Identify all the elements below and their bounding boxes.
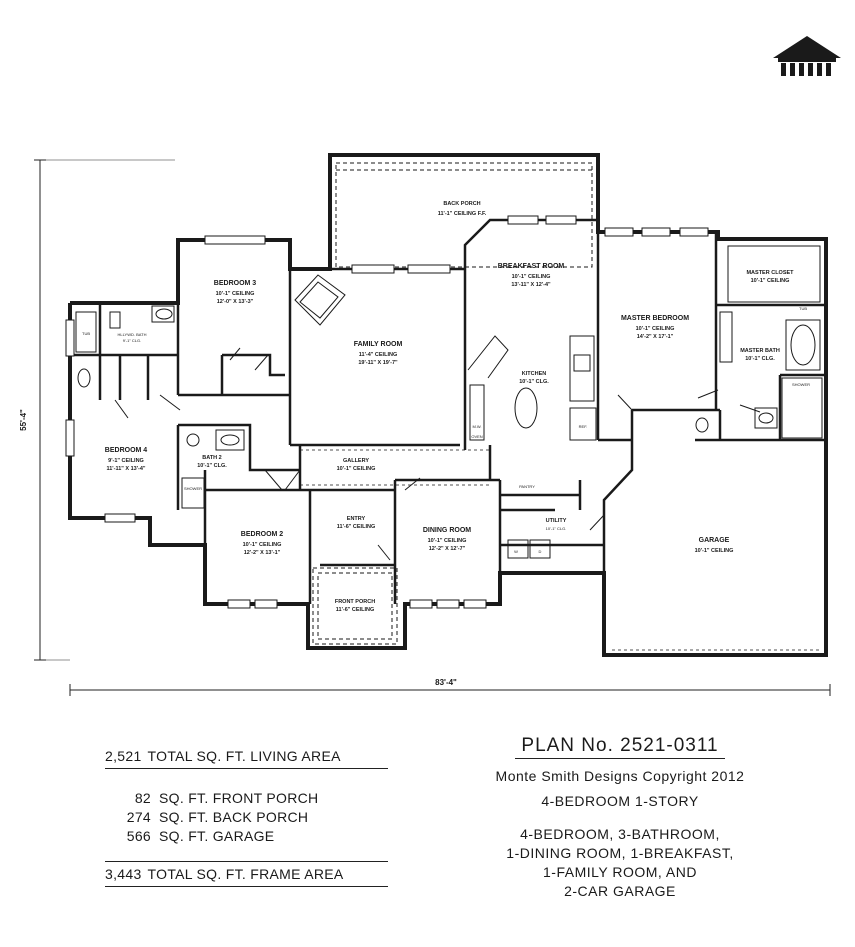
bedroom-3-ceiling: 10'-1" CEILING — [216, 291, 255, 297]
tub-label: TUB — [82, 331, 90, 336]
back-porch-row: 274 SQ. FT. BACK PORCH — [105, 809, 308, 825]
plan-detail-line: 4-BEDROOM, 3-BATHROOM, — [520, 826, 720, 842]
living-area-label: TOTAL SQ. FT. LIVING AREA — [147, 748, 341, 764]
garage-area-value: 566 — [126, 828, 151, 844]
bedroom-3-label: BEDROOM 3 — [214, 280, 257, 287]
plan-detail-line: 1-DINING ROOM, 1-BREAKFAST, — [506, 845, 734, 861]
garage-row: 566 SQ. FT. GARAGE — [105, 828, 274, 844]
hllywd-bath-label: HLLYWD. BATH — [118, 332, 147, 337]
family-room-ceiling: 11'-4" CEILING — [359, 352, 397, 358]
master-bath-ceiling: 10'-1" CLG. — [745, 356, 775, 362]
back-porch-area-label: SQ. FT. BACK PORCH — [159, 809, 309, 825]
gallery-dashed — [300, 300, 490, 486]
master-bedroom-ceiling: 10'-1" CEILING — [636, 326, 675, 332]
frame-area-top-rule — [105, 861, 388, 862]
master-bath-label: MASTER BATH — [740, 348, 780, 354]
bedroom-2-size: 12'-2" X 13'-1" — [244, 550, 281, 556]
fixture-labels: TUB TUB SHOWER SHOWER REF. M.W. OVEN W D — [82, 306, 810, 554]
interior-walls — [70, 218, 826, 604]
master-shower-label: SHOWER — [792, 382, 810, 387]
family-room-size: 19'-11" X 19'-7" — [358, 360, 398, 366]
bedroom-2-label: BEDROOM 2 — [241, 531, 284, 538]
plan-summary: 4-BEDROOM 1-STORY — [541, 793, 699, 809]
pantry-label: PANTRY — [519, 484, 535, 489]
gallery-ceiling: 10'-1" CEILING — [337, 466, 376, 472]
bedroom-4-size: 11'-11" X 13'-4" — [106, 466, 145, 472]
master-tub-label: TUB — [799, 306, 807, 311]
living-area-rule — [105, 768, 388, 769]
garage-label: GARAGE — [699, 537, 730, 544]
master-bedroom-size: 14'-2" X 17'-1" — [637, 334, 674, 340]
back-porch-area-value: 274 — [126, 809, 151, 825]
plan-number: PLAN No. 2521-0311 — [515, 735, 725, 759]
back-porch-ceiling: 11'-1" CEILING F.F. — [438, 211, 487, 217]
master-bedroom-label: MASTER BEDROOM — [621, 315, 689, 322]
house-logo-icon — [773, 36, 841, 76]
frame-area-row: 3,443 TOTAL SQ. FT. FRAME AREA — [105, 866, 344, 882]
gallery-label: GALLERY — [343, 458, 369, 464]
front-porch-row: 82 SQ. FT. FRONT PORCH — [105, 790, 318, 806]
hllywd-bath-ceiling: 9'-1" CLG. — [123, 338, 141, 343]
dimension-lines — [34, 159, 831, 696]
family-room-label: FAMILY ROOM — [354, 341, 403, 348]
bedroom-3-size: 12'-0" X 13'-3" — [217, 299, 254, 305]
front-porch-ceiling: 11'-6" CEILING — [336, 607, 374, 613]
living-area-value: 2,521 — [105, 748, 142, 764]
bath-2-label: BATH 2 — [202, 455, 221, 461]
back-porch-label: BACK PORCH — [443, 201, 480, 207]
door-swings — [114, 347, 761, 561]
front-porch-area-value: 82 — [134, 790, 151, 806]
breakfast-room-size: 13'-11" X 12'-4" — [511, 282, 551, 288]
kitchen-ceiling: 10'-1" CLG. — [519, 379, 549, 385]
dryer-label: D — [539, 549, 542, 554]
shower-label: SHOWER — [184, 486, 202, 491]
dining-room-label: DINING ROOM — [423, 527, 471, 534]
fireplace-icon — [294, 274, 346, 326]
porch-outlines — [312, 162, 593, 645]
plan-info: PLAN No. 2521-0311 Monte Smith Designs C… — [470, 735, 770, 901]
bedroom-4-ceiling: 9'-1" CEILING — [108, 458, 144, 464]
bath-2-ceiling: 10'-1" CLG. — [197, 463, 227, 469]
garage-ceiling: 10'-1" CEILING — [695, 548, 734, 554]
breakfast-room-label: BREAKFAST ROOM — [498, 263, 565, 270]
depth-dimension: 55'-4" — [19, 409, 28, 431]
frame-area-label: TOTAL SQ. FT. FRAME AREA — [147, 866, 344, 882]
mw-label: M.W. — [472, 424, 481, 429]
dining-room-size: 12'-2" X 12'-7" — [429, 546, 466, 552]
floor-plan: 55'-4" 83'-4" — [19, 36, 841, 696]
kitchen-counters — [467, 335, 597, 441]
kitchen-label: KITCHEN — [522, 371, 546, 377]
living-area-row: 2,521 TOTAL SQ. FT. LIVING AREA — [105, 748, 341, 764]
windows — [65, 215, 709, 609]
room-labels: BACK PORCH 11'-1" CEILING F.F. BEDROOM 3… — [105, 201, 794, 613]
frame-area-rule — [105, 886, 388, 887]
bedroom-4-label: BEDROOM 4 — [105, 447, 148, 454]
front-porch-area-label: SQ. FT. FRONT PORCH — [159, 790, 319, 806]
dining-room-ceiling: 10'-1" CEILING — [428, 538, 467, 544]
utility-label: UTILITY — [546, 518, 567, 524]
plan-detail-line: 2-CAR GARAGE — [564, 883, 676, 899]
master-closet-label: MASTER CLOSET — [746, 270, 794, 276]
frame-area-value: 3,443 — [105, 866, 142, 882]
entry-ceiling: 11'-6" CEILING — [337, 524, 375, 530]
utility-ceiling: 10'-1" CLG. — [546, 526, 567, 531]
bedroom-2-ceiling: 10'-1" CEILING — [243, 542, 282, 548]
entry-label: ENTRY — [347, 516, 366, 522]
breakfast-room-ceiling: 10'-1" CEILING — [512, 274, 551, 280]
oven-label: OVEN — [471, 434, 482, 439]
plan-detail-line: 1-FAMILY ROOM, AND — [543, 864, 697, 880]
ref-label: REF. — [579, 424, 588, 429]
washer-label: W — [514, 549, 518, 554]
garage-area-label: SQ. FT. GARAGE — [159, 828, 275, 844]
width-dimension: 83'-4" — [435, 678, 457, 687]
exterior-walls — [68, 153, 828, 657]
front-porch-label: FRONT PORCH — [335, 599, 375, 605]
master-closet-ceiling: 10'-1" CEILING — [751, 278, 790, 284]
bath-fixtures — [75, 245, 823, 559]
copyright-line: Monte Smith Designs Copyright 2012 — [495, 768, 745, 784]
